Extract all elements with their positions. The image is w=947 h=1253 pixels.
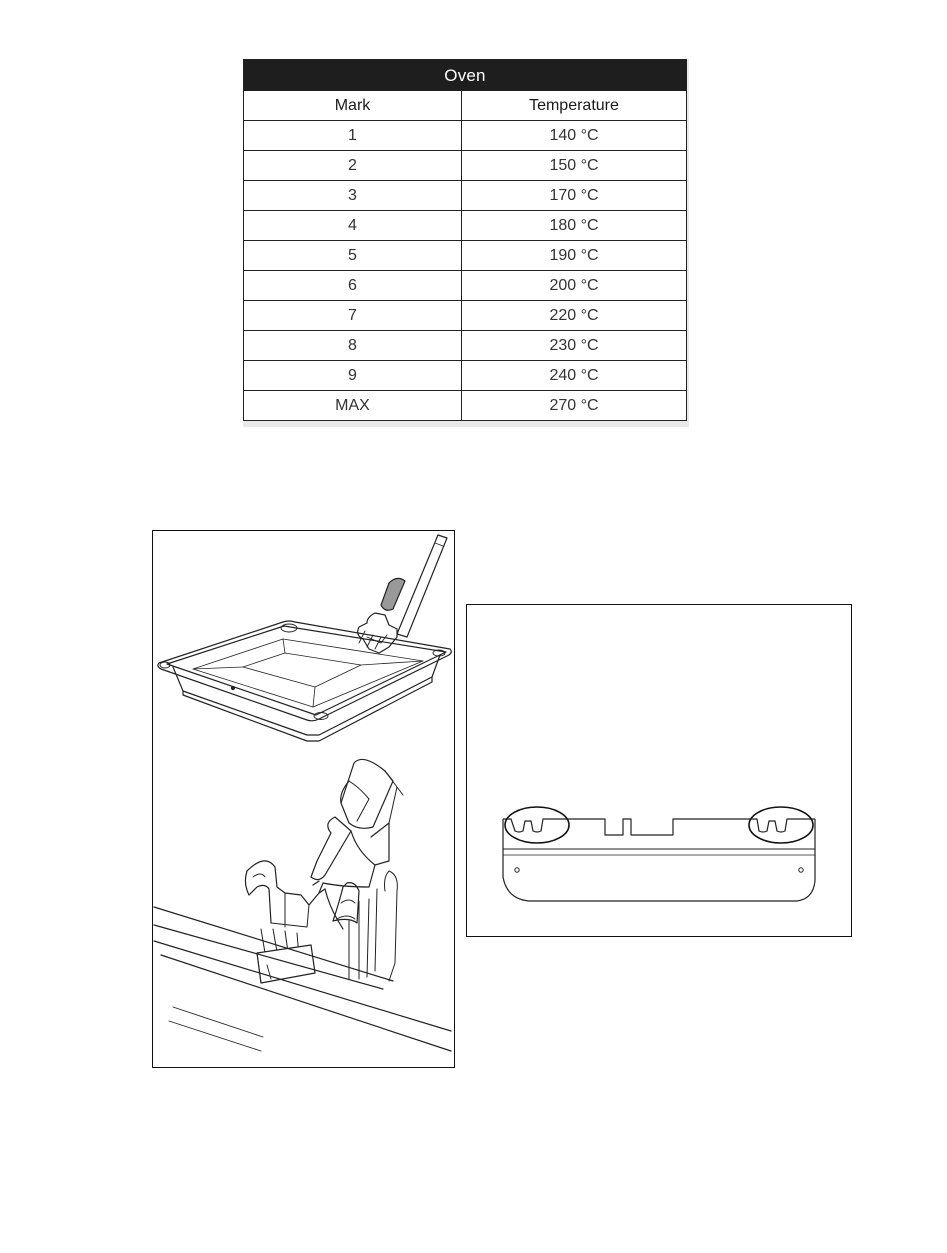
- mark-cell: 6: [244, 271, 462, 301]
- oven-temperature-table-container: Oven Mark Temperature 1 140 °C 2 150 °C …: [243, 59, 689, 427]
- mark-cell: 9: [244, 361, 462, 391]
- table-row: MAX 270 °C: [244, 391, 687, 421]
- column-header-mark: Mark: [244, 91, 462, 121]
- temperature-cell: 240 °C: [462, 361, 687, 391]
- shelf-rail-illustration: [466, 604, 852, 937]
- shelf-rail-drawing: [503, 819, 815, 901]
- mark-cell: 5: [244, 241, 462, 271]
- baking-tray-drawing: [158, 621, 451, 741]
- table-row: 7 220 °C: [244, 301, 687, 331]
- oven-temperature-table: Oven Mark Temperature 1 140 °C 2 150 °C …: [243, 59, 687, 421]
- mark-cell: 3: [244, 181, 462, 211]
- temperature-cell: 270 °C: [462, 391, 687, 421]
- temperature-cell: 220 °C: [462, 301, 687, 331]
- table-row: 8 230 °C: [244, 331, 687, 361]
- temperature-cell: 200 °C: [462, 271, 687, 301]
- table-row: 2 150 °C: [244, 151, 687, 181]
- mark-cell: 1: [244, 121, 462, 151]
- table-row: 4 180 °C: [244, 211, 687, 241]
- column-header-temperature: Temperature: [462, 91, 687, 121]
- mark-cell: MAX: [244, 391, 462, 421]
- table-row: 5 190 °C: [244, 241, 687, 271]
- tray-handle-illustration: [152, 530, 455, 1068]
- temperature-cell: 140 °C: [462, 121, 687, 151]
- mark-cell: 8: [244, 331, 462, 361]
- table-row: 6 200 °C: [244, 271, 687, 301]
- temperature-cell: 230 °C: [462, 331, 687, 361]
- mark-cell: 4: [244, 211, 462, 241]
- table-row: 1 140 °C: [244, 121, 687, 151]
- table-row: 3 170 °C: [244, 181, 687, 211]
- table-title: Oven: [244, 60, 687, 92]
- temperature-cell: 170 °C: [462, 181, 687, 211]
- temperature-cell: 180 °C: [462, 211, 687, 241]
- handle-detail-drawing: [154, 759, 451, 1051]
- mark-cell: 2: [244, 151, 462, 181]
- left-notch-highlight: [505, 807, 569, 843]
- mark-cell: 7: [244, 301, 462, 331]
- temperature-cell: 150 °C: [462, 151, 687, 181]
- temperature-cell: 190 °C: [462, 241, 687, 271]
- table-row: 9 240 °C: [244, 361, 687, 391]
